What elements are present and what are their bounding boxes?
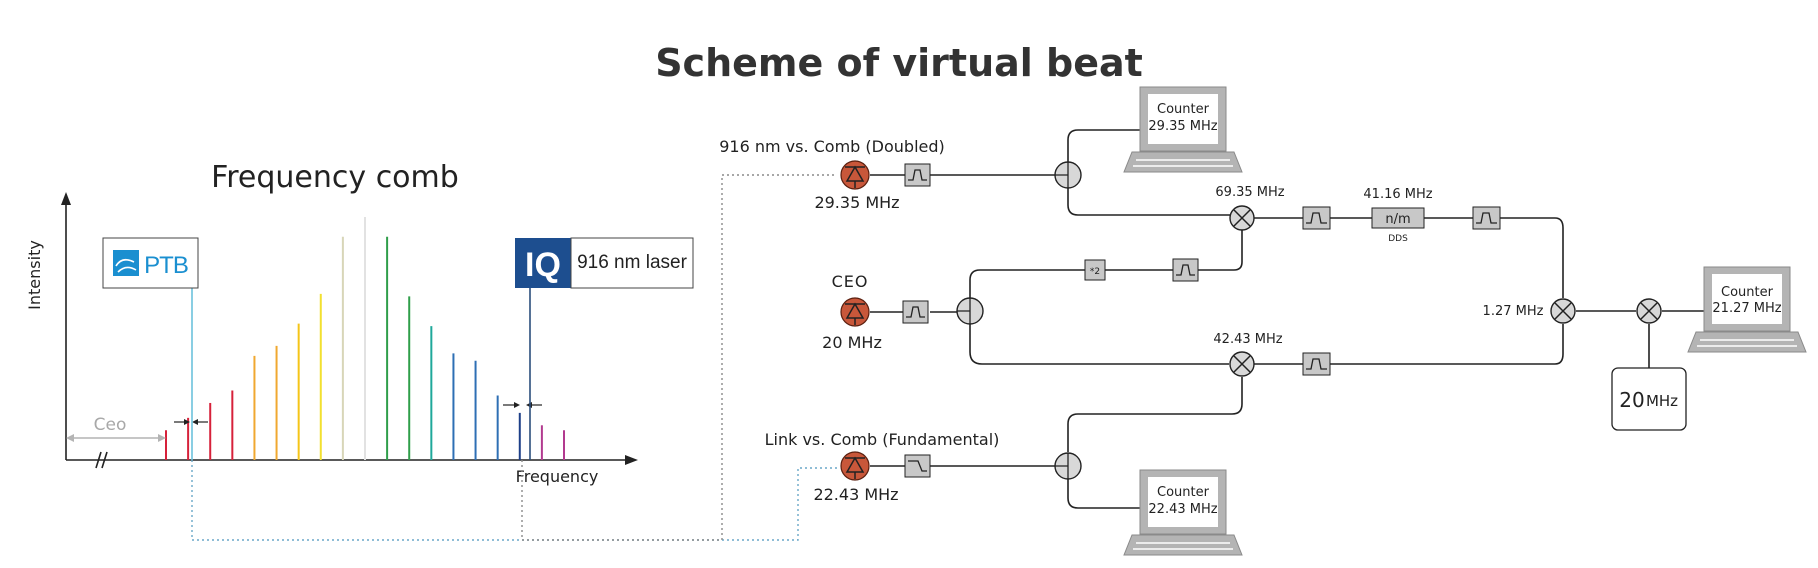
- mixer-icon: [1636, 298, 1662, 324]
- laser-link-fiber: [521, 174, 837, 541]
- x-axis-arrow-icon: [625, 455, 638, 465]
- bandpass-filter-icon: [1302, 352, 1331, 376]
- photodiode-icon: [840, 160, 870, 190]
- detector-ceo-title: CEO: [832, 272, 869, 291]
- detector-link: Link vs. Comb (Fundamental) 22.43 MHz: [765, 430, 1000, 504]
- diagram-title: Scheme of virtual beat: [655, 41, 1143, 85]
- laser-label-box: [570, 237, 694, 289]
- mixer-icon: [1229, 205, 1255, 231]
- mixer-1-freq: 69.35 MHz: [1215, 185, 1284, 200]
- lowpass-filter-icon: [904, 454, 931, 478]
- dds-label: DDS: [1388, 234, 1408, 244]
- laser-label: 916 nm laser: [577, 252, 688, 273]
- ceo-label: Ceo: [94, 415, 127, 435]
- photodiode-icon: [840, 451, 870, 481]
- x-axis-label: Frequency: [516, 467, 599, 486]
- dds-ratio: n/m: [1385, 212, 1410, 227]
- frequency-doubler: [1084, 259, 1106, 281]
- counter-top-label: Counter: [1157, 102, 1210, 117]
- frequency-comb-panel: Frequency comb Intensity Frequency Ceo: [25, 160, 694, 486]
- ptb-emblem-icon: [113, 250, 139, 276]
- mixer-icon: [1550, 298, 1576, 324]
- power-splitter-icon: [1054, 452, 1082, 480]
- counter-right: Counter 21.27 MHz: [1687, 266, 1807, 353]
- detector-doubled: 916 nm vs. Comb (Doubled) 29.35 MHz: [719, 137, 945, 212]
- axis-break-icon: [95, 451, 102, 469]
- power-splitter-icon: [1054, 161, 1082, 189]
- detector-ceo-freq: 20 MHz: [822, 333, 882, 352]
- detector-ceo: CEO 20 MHz: [822, 272, 882, 352]
- bandpass-filter-icon: [902, 300, 929, 324]
- frequency-doubler-label: *2: [1090, 267, 1100, 277]
- dds-block: [1371, 207, 1425, 229]
- counter-right-label: Counter: [1721, 285, 1774, 300]
- reference-oscillator: [1611, 367, 1687, 431]
- bandpass-filter-icon: [904, 163, 931, 187]
- power-splitter-icon: [956, 297, 984, 325]
- beat-arrow-icon: [184, 419, 190, 425]
- reference-unit: MHz: [1646, 392, 1678, 410]
- y-axis-arrow-icon: [61, 192, 71, 205]
- counter-bottom: Counter 22.43 MHz: [1123, 469, 1243, 556]
- iq-badge: [515, 238, 571, 288]
- counter-bottom-freq: 22.43 MHz: [1148, 502, 1217, 517]
- counter-top: Counter 29.35 MHz: [1123, 86, 1243, 173]
- beat-arrow-icon: [514, 402, 520, 408]
- iq-badge-text: IQ: [525, 246, 561, 284]
- y-axis-label: Intensity: [25, 240, 44, 310]
- mixer-2-freq: 42.43 MHz: [1213, 332, 1282, 347]
- detector-doubled-freq: 29.35 MHz: [814, 193, 899, 212]
- bandpass-filter-icon: [1302, 206, 1331, 230]
- counter-bottom-label: Counter: [1157, 485, 1210, 500]
- mixer-icon: [1229, 351, 1255, 377]
- bandpass-filter-icon: [1472, 206, 1501, 230]
- detector-link-title: Link vs. Comb (Fundamental): [765, 430, 1000, 449]
- mixer-3-freq: 1.27 MHz: [1483, 304, 1544, 319]
- ptb-logo-text: PTB: [144, 252, 188, 279]
- comb-title: Frequency comb: [211, 160, 459, 195]
- comb-lines: [165, 216, 565, 460]
- counter-right-freq: 21.27 MHz: [1712, 301, 1781, 316]
- photodiode-icon: [840, 297, 870, 327]
- reference-value: 20: [1619, 388, 1644, 412]
- bandpass-filter-icon: [1172, 258, 1199, 282]
- dds-frequency: 41.16 MHz: [1363, 187, 1432, 202]
- counter-top-freq: 29.35 MHz: [1148, 119, 1217, 134]
- detector-link-freq: 22.43 MHz: [813, 485, 898, 504]
- detector-doubled-title: 916 nm vs. Comb (Doubled): [719, 137, 945, 156]
- ptb-link-fiber: [191, 460, 837, 541]
